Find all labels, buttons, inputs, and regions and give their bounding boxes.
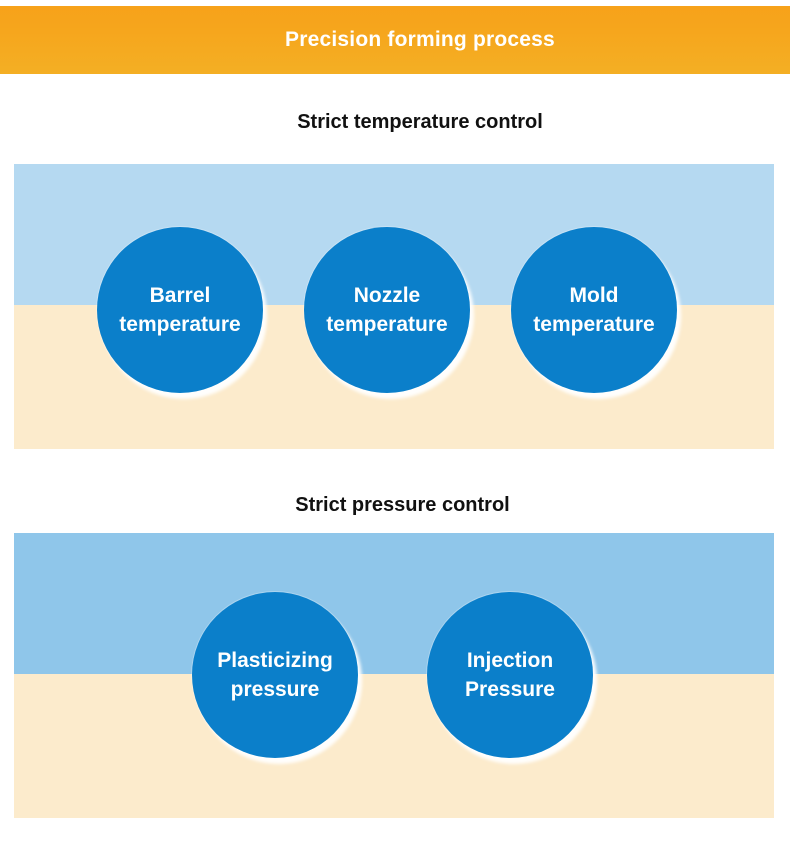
node-label-line1: Injection [466, 649, 554, 672]
injection-pressure-node: Injection Pressure [427, 592, 593, 758]
node-label-line2: temperature [326, 313, 448, 336]
node-label-line1: Barrel [149, 284, 211, 307]
node-label-line1: Nozzle [353, 284, 421, 307]
band-top [14, 533, 774, 674]
node-label-line2: pressure [230, 678, 320, 701]
section-title-temperature: Strict temperature control [297, 111, 543, 133]
node-label-line2: temperature [533, 313, 655, 336]
pressure-band [14, 533, 774, 818]
nozzle-temperature-node: Nozzle temperature [304, 227, 470, 393]
mold-temperature-node: Mold temperature [511, 227, 677, 393]
plasticizing-pressure-node: Plasticizing pressure [192, 592, 358, 758]
barrel-temperature-node: Barrel temperature [97, 227, 263, 393]
node-label-line2: Pressure [465, 678, 555, 701]
node-label-line1: Mold [569, 284, 619, 307]
section-title-pressure: Strict pressure control [295, 494, 510, 516]
node-label-line2: temperature [119, 313, 241, 336]
page-title: Precision forming process [285, 28, 555, 51]
band-bottom [14, 674, 774, 818]
node-label-line1: Plasticizing [217, 649, 333, 672]
header-banner: Precision forming process [0, 6, 790, 74]
